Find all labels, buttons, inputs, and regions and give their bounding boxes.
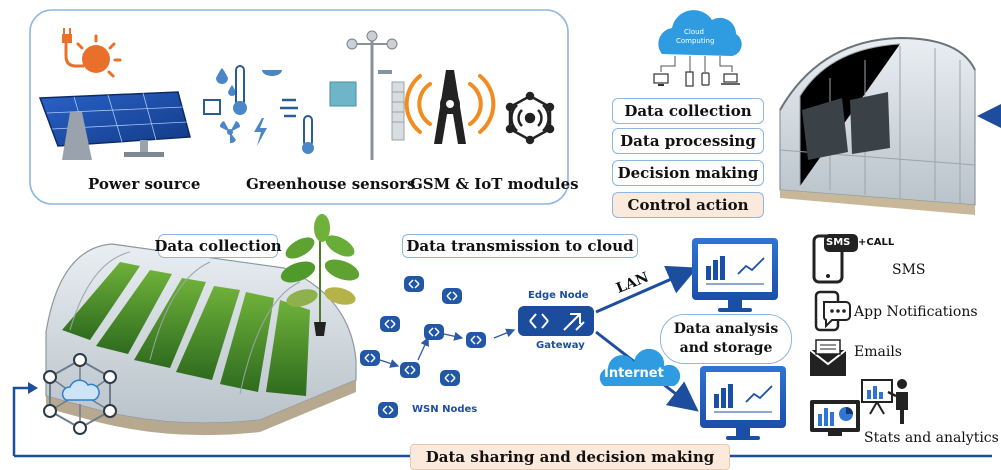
edge-node-gateway-icon bbox=[518, 306, 594, 336]
data-transmission-label: Data transmission to cloud bbox=[402, 234, 638, 258]
stats-analytics-label: Stats and analytics bbox=[864, 430, 999, 446]
data-collection-label: Data collection bbox=[154, 234, 282, 258]
gsm-iot-label: GSM & IoT modules bbox=[410, 175, 579, 193]
pipeline-data-collection: Data collection bbox=[612, 98, 764, 124]
internet-cloud-icon bbox=[599, 348, 681, 386]
email-envelope-icon bbox=[809, 339, 847, 376]
wsn-node-icon bbox=[404, 276, 424, 292]
plant-sapling-icon bbox=[280, 214, 360, 336]
wsn-node-icon bbox=[400, 362, 420, 378]
power-source-label: Power source bbox=[88, 175, 201, 193]
wsn-node-links bbox=[379, 328, 516, 368]
greenhouse-sensors-label: Greenhouse sensors bbox=[246, 175, 416, 193]
call-badge-text: +CALL bbox=[858, 237, 895, 248]
network-cloud-icon bbox=[43, 353, 117, 435]
sms-phone-icon bbox=[812, 234, 858, 284]
pipeline-data-processing: Data processing bbox=[612, 128, 764, 154]
analysis-storage-bubble: Data analysis and storage bbox=[660, 314, 792, 364]
cloud-label-line1: Cloud bbox=[684, 28, 704, 36]
wsn-node-icon bbox=[466, 332, 486, 348]
emails-label: Emails bbox=[854, 344, 902, 360]
stats-analytics-icon bbox=[810, 379, 908, 436]
sms-label: SMS bbox=[892, 262, 926, 278]
cloud-computing-icon bbox=[653, 10, 742, 87]
app-notifications-label: App Notifications bbox=[854, 304, 978, 320]
pipeline-decision-making: Decision making bbox=[612, 160, 764, 186]
iot-hexagon-icon bbox=[505, 91, 555, 145]
monitor-top-icon bbox=[692, 238, 778, 312]
data-sharing-label: Data sharing and decision making bbox=[410, 444, 730, 470]
greenhouse-structure-image bbox=[779, 36, 976, 215]
wsn-node-icons bbox=[360, 276, 486, 418]
wsn-node-icon bbox=[424, 324, 444, 340]
analysis-line2: and storage bbox=[679, 340, 773, 356]
wsn-node-icon bbox=[360, 350, 380, 366]
sensor-icons bbox=[203, 65, 314, 154]
feedback-loop-left bbox=[12, 386, 28, 456]
lan-arrow bbox=[595, 265, 698, 314]
monitor-bottom-icon bbox=[700, 366, 786, 440]
wsn-node-icon bbox=[440, 370, 460, 386]
gateway-label: Gateway bbox=[536, 340, 585, 351]
sms-badge-text: SMS bbox=[826, 237, 851, 248]
wsn-node-icon bbox=[380, 316, 400, 332]
solar-panel-icon bbox=[38, 91, 191, 160]
greenhouse-tunnel-image bbox=[45, 243, 357, 436]
sun-plug-icon bbox=[62, 28, 122, 78]
edge-node-label: Edge Node bbox=[528, 290, 589, 301]
app-notification-icon bbox=[814, 290, 851, 332]
sensors-panel-border bbox=[29, 9, 569, 205]
pipeline-control-action: Control action bbox=[612, 192, 764, 218]
cloud-label-line2: Computing bbox=[676, 37, 715, 45]
wsn-node-icon bbox=[378, 402, 398, 418]
internet-label: Internet bbox=[604, 366, 664, 381]
wsn-node-icon bbox=[442, 288, 462, 304]
analysis-line1: Data analysis bbox=[673, 321, 779, 337]
gsm-antenna-icon bbox=[404, 70, 496, 144]
weather-station-icon bbox=[329, 30, 405, 160]
wsn-nodes-label: WSN Nodes bbox=[412, 404, 478, 415]
